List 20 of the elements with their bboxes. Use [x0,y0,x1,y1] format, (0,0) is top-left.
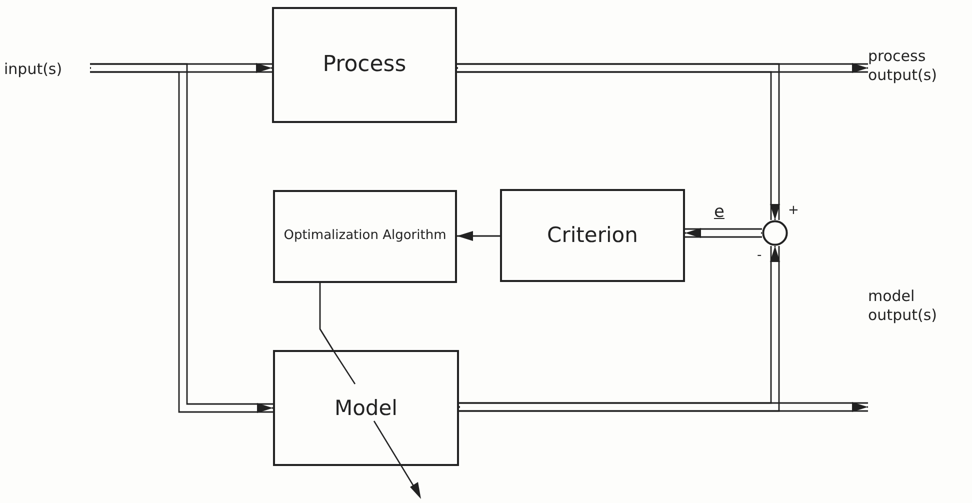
arrow [457,231,500,241]
sign-label: + [788,204,799,217]
signal-name: model output(s) [868,287,938,325]
signal-name: process output(s) [868,47,938,85]
box-label: Model [334,394,398,422]
process-box [272,7,457,123]
double-line-arrow [684,228,763,238]
sign-label: - [757,249,762,262]
signal-name: input(s) [4,60,62,78]
double-line-arrow [456,63,780,221]
process-box [500,189,685,282]
process-box [273,190,457,283]
box-label: Process [322,51,406,79]
connector-line [319,283,334,350]
double-line-arrow [458,245,780,412]
summing-junction [762,220,788,246]
double-line-arrow [89,63,274,413]
box-label: Criterion [547,222,638,249]
box-label: Optimalization Algorithm [284,228,446,245]
process-box [273,350,459,466]
